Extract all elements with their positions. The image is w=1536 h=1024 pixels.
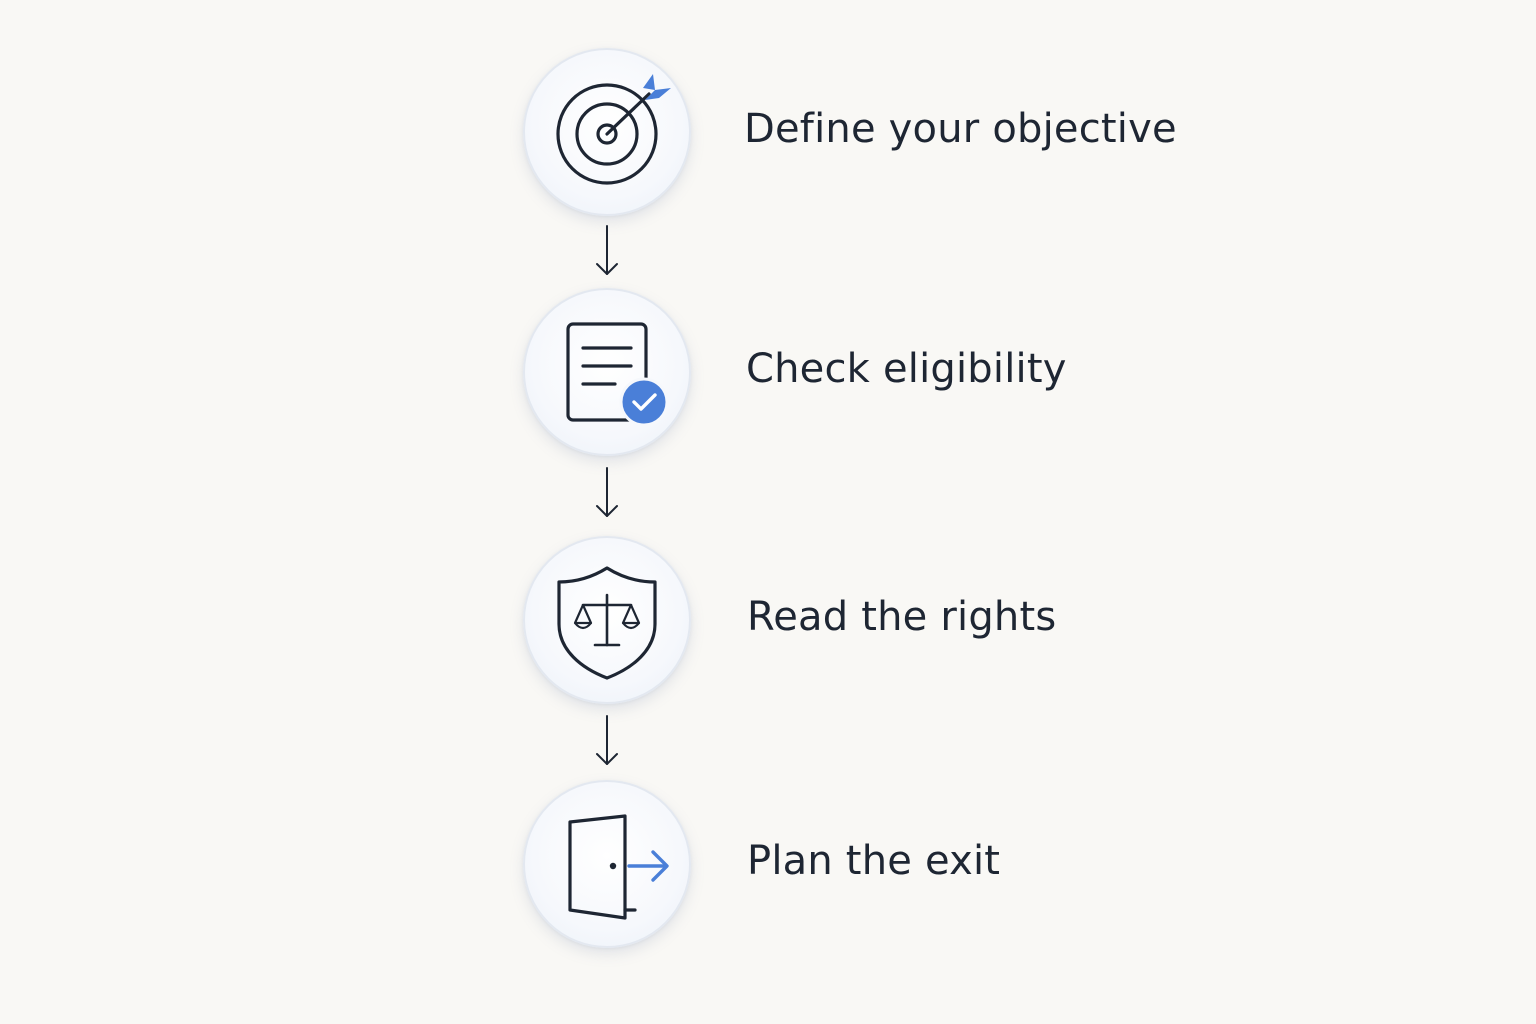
target-arrow-icon xyxy=(556,74,671,185)
step-label: Plan the exit xyxy=(747,838,1001,884)
step-check-eligibility: Check eligibility xyxy=(0,288,1536,456)
step-icon-circle xyxy=(523,536,691,704)
down-arrow-icon xyxy=(596,715,618,765)
step-label: Read the rights xyxy=(747,594,1057,640)
document-check-icon xyxy=(566,322,669,427)
step-icon-circle xyxy=(523,780,691,948)
door-exit-icon xyxy=(568,814,669,920)
step-icon-circle xyxy=(523,288,691,456)
step-label: Check eligibility xyxy=(746,346,1067,392)
step-define-objective: Define your objective xyxy=(0,48,1536,216)
step-label: Define your objective xyxy=(744,106,1177,152)
step-plan-exit: Plan the exit xyxy=(0,780,1536,948)
down-arrow-icon xyxy=(596,225,618,275)
step-read-rights: Read the rights xyxy=(0,536,1536,704)
step-icon-circle xyxy=(523,48,691,216)
shield-scales-icon xyxy=(557,566,657,680)
down-arrow-icon xyxy=(596,467,618,517)
